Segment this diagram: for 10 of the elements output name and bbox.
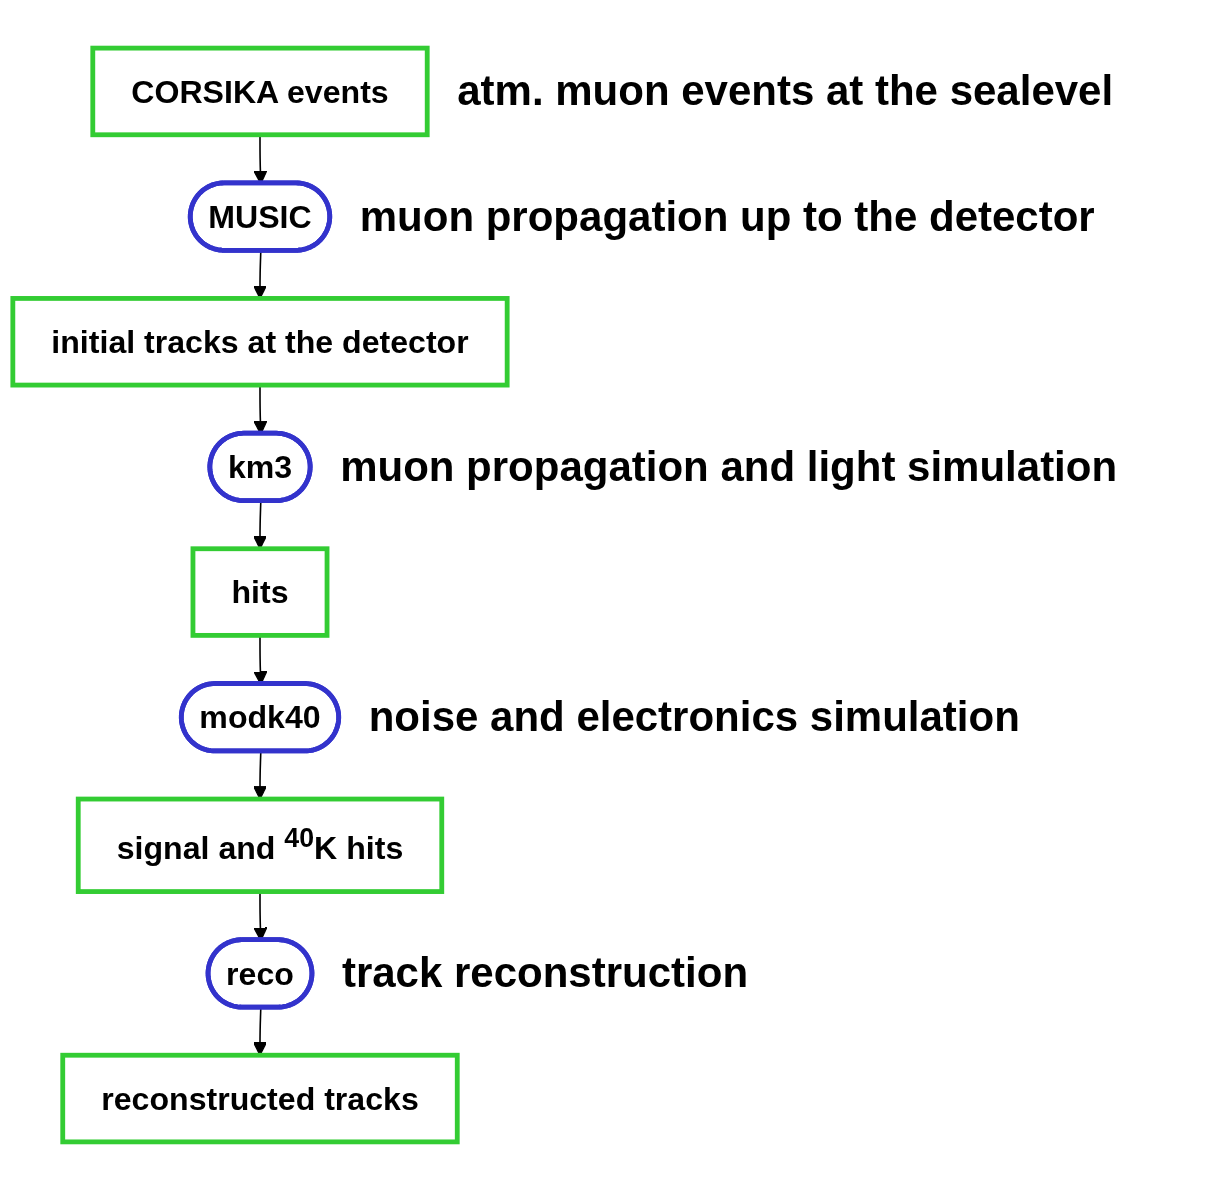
node-box: initial tracks at the detector <box>10 296 510 388</box>
node-caption: atm. muon events at the sealevel <box>457 66 1114 117</box>
node-box: hits <box>190 546 330 638</box>
node-caption: track reconstruction <box>341 948 749 999</box>
node-box: reconstructed tracks <box>60 1052 460 1145</box>
node-caption: noise and electronics simulation <box>368 691 1020 742</box>
node-caption: muon propagation up to the detector <box>359 191 1095 242</box>
node-caption: muon propagation and light simulation <box>340 441 1118 492</box>
node-box: signal and $^{40}$K hits <box>75 796 445 894</box>
node-box: CORSIKA events <box>90 45 430 138</box>
